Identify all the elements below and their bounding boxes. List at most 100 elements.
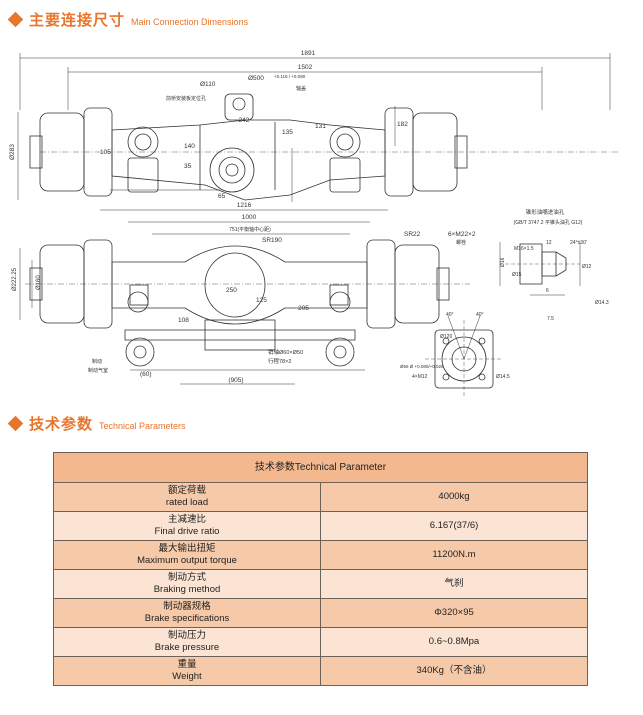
param-value: 0.6~0.8Mpa bbox=[320, 627, 588, 657]
flange-bolt: 4×M12 bbox=[412, 374, 428, 380]
label-thread: 螺栓 bbox=[456, 239, 466, 246]
dim-205: 205 bbox=[298, 305, 309, 312]
label-chamber: 制动气室 bbox=[88, 367, 108, 374]
dim-1891: 1891 bbox=[301, 50, 316, 57]
section-heading-dimensions: 主要连接尺寸 Main Connection Dimensions bbox=[6, 9, 248, 30]
dim-lines-front bbox=[19, 209, 388, 385]
param-name-en: Final drive ratio bbox=[154, 526, 220, 537]
section-title-en: Main Connection Dimensions bbox=[131, 17, 249, 27]
param-value: 4000kg bbox=[320, 482, 588, 512]
nipple-6: 6 bbox=[546, 288, 549, 294]
oil-nipple-detail bbox=[499, 242, 581, 296]
dim-131: 131 bbox=[315, 123, 326, 130]
section-title-cn: 主要连接尺寸 bbox=[29, 11, 126, 29]
param-name: 重量 Weight bbox=[53, 656, 321, 686]
flange-40b: 40° bbox=[476, 312, 484, 318]
left-hub-top bbox=[29, 107, 620, 197]
param-value: 6.167(37/6) bbox=[320, 511, 588, 541]
dim-135: 135 bbox=[282, 129, 293, 136]
dim-222: Ø222.25 bbox=[12, 267, 18, 291]
dim-60: (60) bbox=[140, 371, 152, 378]
nipple-12: 12 bbox=[546, 240, 552, 246]
label-brake: 制动 bbox=[92, 358, 102, 365]
dim-65: 65 bbox=[218, 193, 226, 200]
table-header: 技术参数Technical Parameter bbox=[53, 452, 588, 483]
section-heading-parameters: 技术参数 Technical Parameters bbox=[6, 413, 186, 434]
param-name-en: rated load bbox=[165, 497, 209, 508]
flange-145: Ø14.5 bbox=[496, 374, 510, 380]
param-value: Φ320×95 bbox=[320, 598, 588, 628]
param-name-cn: 制动方式 bbox=[167, 572, 206, 583]
nipple-14: Ø14.3 bbox=[595, 300, 609, 306]
axle-technical-drawing: 1891 1502 Ø110 Ø500 +0.119 / +0.080 轴盖 前… bbox=[9, 50, 620, 398]
param-name: 额定荷载 rated load bbox=[53, 482, 321, 512]
axle-housing-front bbox=[111, 245, 368, 367]
table-row: 最大输出扭矩 Maximum output torque 11200N.m bbox=[53, 540, 588, 570]
param-name: 主减速比 Final drive ratio bbox=[53, 511, 321, 541]
technical-parameter-table: 技术参数Technical Parameter 额定荷载 rated load … bbox=[53, 452, 588, 686]
table-row: 制动器规格 Brake specifications Φ320×95 bbox=[53, 598, 588, 628]
dim-stroke: 行程78×2 bbox=[268, 357, 291, 365]
dim-1216: 1216 bbox=[237, 202, 252, 209]
dim-sr22: SR22 bbox=[404, 231, 421, 238]
dim-250: 250 bbox=[226, 287, 237, 294]
param-name-cn: 制动压力 bbox=[167, 630, 206, 641]
dim-140: 140 bbox=[184, 143, 195, 150]
dim-905: (905) bbox=[228, 377, 243, 384]
table-row: 制动压力 Brake pressure 0.6~0.8Mpa bbox=[53, 627, 588, 657]
table-row: 额定荷载 rated load 4000kg bbox=[53, 482, 588, 512]
axle-housing-top bbox=[111, 93, 386, 201]
param-value: 气刹 bbox=[320, 569, 588, 599]
diamond-bullet-icon bbox=[7, 415, 24, 432]
dim-242: 242 bbox=[239, 117, 250, 124]
param-name-cn: 最大输出扭矩 bbox=[158, 543, 216, 554]
param-value: 11200N.m bbox=[320, 540, 588, 570]
dim-160: Ø160 bbox=[36, 275, 42, 290]
nipple-16: Ø16 bbox=[500, 257, 506, 267]
param-name-en: Maximum output torque bbox=[137, 555, 237, 566]
param-name-cn: 主减速比 bbox=[167, 514, 206, 525]
flange-40a: 40° bbox=[446, 312, 454, 318]
flange-holes: Ø56 Ø +0.080/+0.026 bbox=[400, 364, 444, 369]
dim-283: Ø283 bbox=[9, 144, 16, 160]
param-name-cn: 重量 bbox=[177, 659, 197, 670]
dim-1502: 1502 bbox=[298, 64, 313, 71]
dim-500: Ø500 bbox=[248, 75, 264, 82]
dim-sr190: SR190 bbox=[262, 237, 282, 244]
nipple-title: 锥形油嘴进油孔 bbox=[526, 208, 565, 216]
dim-1000: 1000 bbox=[242, 214, 257, 221]
flange-detail bbox=[425, 315, 503, 398]
section-title-cn: 技术参数 bbox=[29, 415, 94, 433]
label-left-hole: 前桥安装板定位孔 bbox=[166, 95, 206, 102]
param-name-cn: 制动器规格 bbox=[163, 601, 211, 612]
param-name: 制动方式 Braking method bbox=[53, 569, 321, 599]
nipple-m: M16×1.5 bbox=[514, 246, 534, 252]
dim-108: 108 bbox=[178, 317, 189, 324]
table-row: 主减速比 Final drive ratio 6.167(37/6) bbox=[53, 511, 588, 541]
table-header-row: 技术参数Technical Parameter bbox=[53, 452, 588, 483]
table-row: 重量 Weight 340Kg（不含油） bbox=[53, 656, 588, 686]
dim-125: 125 bbox=[256, 297, 267, 304]
param-name-en: Weight bbox=[172, 671, 202, 682]
param-value: 340Kg（不含油） bbox=[320, 656, 588, 686]
param-name-en: Braking method bbox=[153, 584, 221, 595]
label-rotate: 轴盖 bbox=[296, 85, 306, 92]
flange-120: Ø120 bbox=[440, 334, 452, 340]
param-name: 制动压力 Brake pressure bbox=[53, 627, 321, 657]
dim-751: 751(平衡轴中心距) bbox=[229, 226, 271, 233]
param-name: 制动器规格 Brake specifications bbox=[53, 598, 321, 628]
param-name-en: Brake pressure bbox=[154, 642, 220, 653]
nipple-standard: (GB/T 3747.2 平锥头油孔 G12) bbox=[514, 219, 583, 226]
left-hub-front bbox=[25, 239, 470, 329]
param-name: 最大输出扭矩 Maximum output torque bbox=[53, 540, 321, 570]
table-row: 制动方式 Braking method 气刹 bbox=[53, 569, 588, 599]
dim-105: 105 bbox=[100, 149, 111, 156]
nipple-15: Ø15 bbox=[512, 272, 522, 278]
nipple-24: 24°±30' bbox=[570, 240, 587, 246]
param-name-en: Brake specifications bbox=[144, 613, 230, 624]
right-hub-front bbox=[366, 239, 450, 329]
dim-35: 35 bbox=[184, 163, 192, 170]
dim-lines-top bbox=[17, 53, 611, 202]
diamond-bullet-icon bbox=[7, 11, 24, 28]
section-title-en: Technical Parameters bbox=[99, 421, 186, 431]
